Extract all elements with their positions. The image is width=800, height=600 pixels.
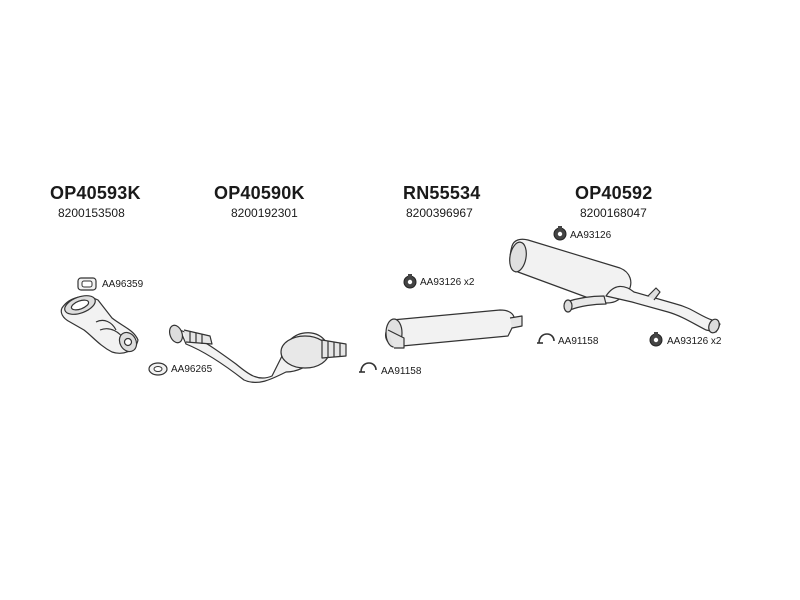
oem-number-op40590k: 8200192301 (231, 206, 298, 220)
accessory-ref-aa91158: AA91158 (381, 366, 422, 377)
rubber-mount-icon (553, 226, 567, 241)
accessory-ref-aa93126: AA93126 (570, 230, 612, 241)
gasket-ring-icon (148, 362, 168, 376)
front-pipe-catalyst-part (168, 324, 347, 384)
exhaust-manifold-part (60, 295, 139, 354)
part-code-op40592: OP40592 (575, 183, 653, 203)
part-code-op40590k: OP40590K (214, 183, 305, 203)
accessory-ref-aa91158-rear: AA91158 (558, 336, 599, 347)
part-code-op40593k: OP40593K (50, 183, 141, 203)
rear-silencer-part (509, 238, 721, 334)
clamp-icon (359, 362, 377, 373)
oem-number-rn55534: 8200396967 (406, 206, 473, 220)
oem-number-op40592: 8200168047 (580, 206, 647, 220)
accessory-ref-aa96359: AA96359 (102, 279, 144, 290)
accessory-ref-aa93126-x2: AA93126 x2 (420, 277, 475, 288)
accessory-ref-aa96265: AA96265 (171, 364, 213, 375)
accessory-ref-aa93126-x2-rear: AA93126 x2 (667, 336, 722, 347)
gasket-icon (77, 277, 97, 291)
clamp-icon (537, 333, 555, 344)
rubber-mount-icon (403, 274, 417, 289)
rubber-mount-icon (649, 332, 663, 347)
oem-number-op40593k: 8200153508 (58, 206, 125, 220)
part-code-rn55534: RN55534 (403, 183, 481, 203)
middle-silencer-part (385, 309, 523, 349)
